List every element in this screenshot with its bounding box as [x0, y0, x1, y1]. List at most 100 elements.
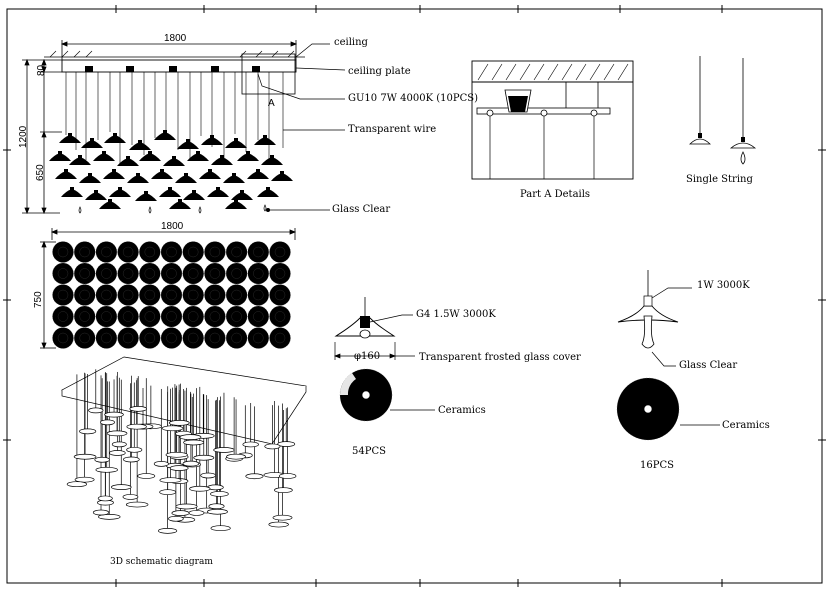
gu10-spots — [85, 66, 260, 72]
schematic-shade — [193, 454, 215, 461]
schematic-shade — [129, 406, 148, 412]
schematic-shade — [88, 407, 104, 414]
ceramic-disc — [182, 241, 204, 263]
ceramic-disc — [182, 305, 204, 328]
ceramic-disc — [225, 241, 248, 263]
ceramic-disc — [95, 241, 118, 263]
ceramic-disc — [73, 305, 96, 328]
ceramic-disc — [204, 327, 226, 349]
ceramic-disc — [139, 262, 161, 285]
single-string-detail — [689, 56, 757, 165]
schematic-shade — [183, 439, 205, 446]
schematic-shade — [179, 434, 202, 440]
ceramic-disc — [204, 262, 226, 285]
schematic-shade — [123, 456, 140, 463]
ceramic-disc — [247, 241, 269, 263]
ceramic-disc-54 — [339, 368, 393, 422]
ceramic-disc — [95, 284, 118, 306]
count-54-label: 54PCS — [352, 446, 386, 457]
top-view — [40, 228, 297, 350]
ceramic-disc — [95, 305, 118, 328]
ceramic-disc — [52, 262, 74, 285]
top-depth-label: 750 — [33, 291, 44, 308]
ceramic-disc — [204, 284, 226, 306]
ceramic-disc — [160, 262, 183, 285]
pendant-shade-cluster — [49, 130, 293, 214]
schematic-shade — [110, 484, 132, 490]
ceramic-disc — [160, 284, 183, 306]
schematic-shade — [226, 453, 246, 460]
ceramic-disc — [247, 262, 269, 285]
wire-label: Transparent wire — [348, 124, 437, 135]
glass-cover-label: Transparent frosted glass cover — [419, 352, 581, 363]
schematic-shade — [98, 514, 121, 520]
schematic-shade — [200, 472, 216, 479]
schematic-shade — [125, 501, 149, 508]
schematic-shade — [104, 411, 124, 418]
pendant-diameter: φ160 — [354, 351, 381, 362]
ceiling-label: ceiling — [334, 37, 368, 48]
schematic-shade — [137, 473, 156, 479]
schematic-shade — [153, 461, 169, 467]
total-height-label: 1200 — [18, 125, 29, 148]
ceramic-disc — [52, 305, 74, 328]
schematic-shade — [92, 509, 110, 516]
schematic-shade — [213, 447, 235, 453]
ceramic-disc — [117, 284, 139, 306]
schematic-shade — [159, 477, 182, 484]
ceramic-disc — [117, 241, 139, 263]
g4-bulb-spec: G4 1.5W 3000K — [416, 309, 496, 320]
ceramic-disc — [52, 284, 74, 306]
ceramic-disc — [269, 284, 291, 306]
plate-height-label: 80 — [36, 64, 47, 76]
schematic-shade — [169, 465, 189, 471]
schematic-shade — [175, 503, 198, 510]
ceramic-disc — [117, 305, 139, 328]
ceramic-disc — [160, 327, 183, 349]
schematic-shade — [161, 425, 184, 432]
3d-schematic — [61, 356, 307, 534]
schematic-shade — [182, 460, 200, 467]
ceramic-disc — [182, 262, 204, 285]
glass-label: Glass Clear — [332, 204, 391, 215]
ceramic-disc-grid — [52, 241, 291, 349]
ceramic-disc — [269, 241, 291, 263]
schematic-shade — [159, 489, 177, 496]
ceramic-disc — [247, 327, 269, 349]
3d-schematic-caption: 3D schematic diagram — [110, 557, 213, 567]
ceramic-disc — [52, 327, 74, 349]
ceramic-disc-16 — [616, 377, 680, 441]
ceramic-disc — [160, 241, 183, 263]
ceramic-disc — [117, 327, 139, 349]
ceramic-disc — [269, 262, 291, 285]
schematic-shade — [206, 508, 228, 515]
ceramic-disc — [52, 241, 74, 263]
schematic-shade — [242, 441, 259, 448]
ceramic-disc — [95, 262, 118, 285]
ceramic-disc — [204, 305, 226, 328]
ceramic-disc — [117, 262, 139, 285]
schematic-shade — [122, 494, 139, 500]
top-width-label: 1800 — [161, 221, 184, 232]
ceramic-disc — [95, 327, 118, 349]
ceramic-disc — [225, 262, 248, 285]
schematic-shade — [73, 453, 97, 460]
schematic-shade — [208, 503, 225, 510]
ceramic-disc — [204, 241, 226, 263]
top-width-dimension — [50, 228, 297, 240]
ceiling-line — [44, 50, 305, 58]
ceramic-disc — [269, 305, 291, 328]
ceramic-disc — [182, 327, 204, 349]
ceramic-disc — [269, 327, 291, 349]
detail-marker-label: A — [268, 98, 275, 109]
schematic-shade — [264, 443, 281, 450]
front-view-leaders — [257, 43, 346, 211]
schematic-shade — [245, 473, 264, 480]
ceramic-disc — [73, 241, 96, 263]
ceiling-plate-label: ceiling plate — [348, 66, 411, 77]
schematic-shade — [171, 510, 190, 516]
schematic-shade — [278, 473, 297, 479]
schematic-shade — [210, 491, 229, 497]
lamp-spec-label: GU10 7W 4000K (10PCS) — [348, 93, 478, 104]
